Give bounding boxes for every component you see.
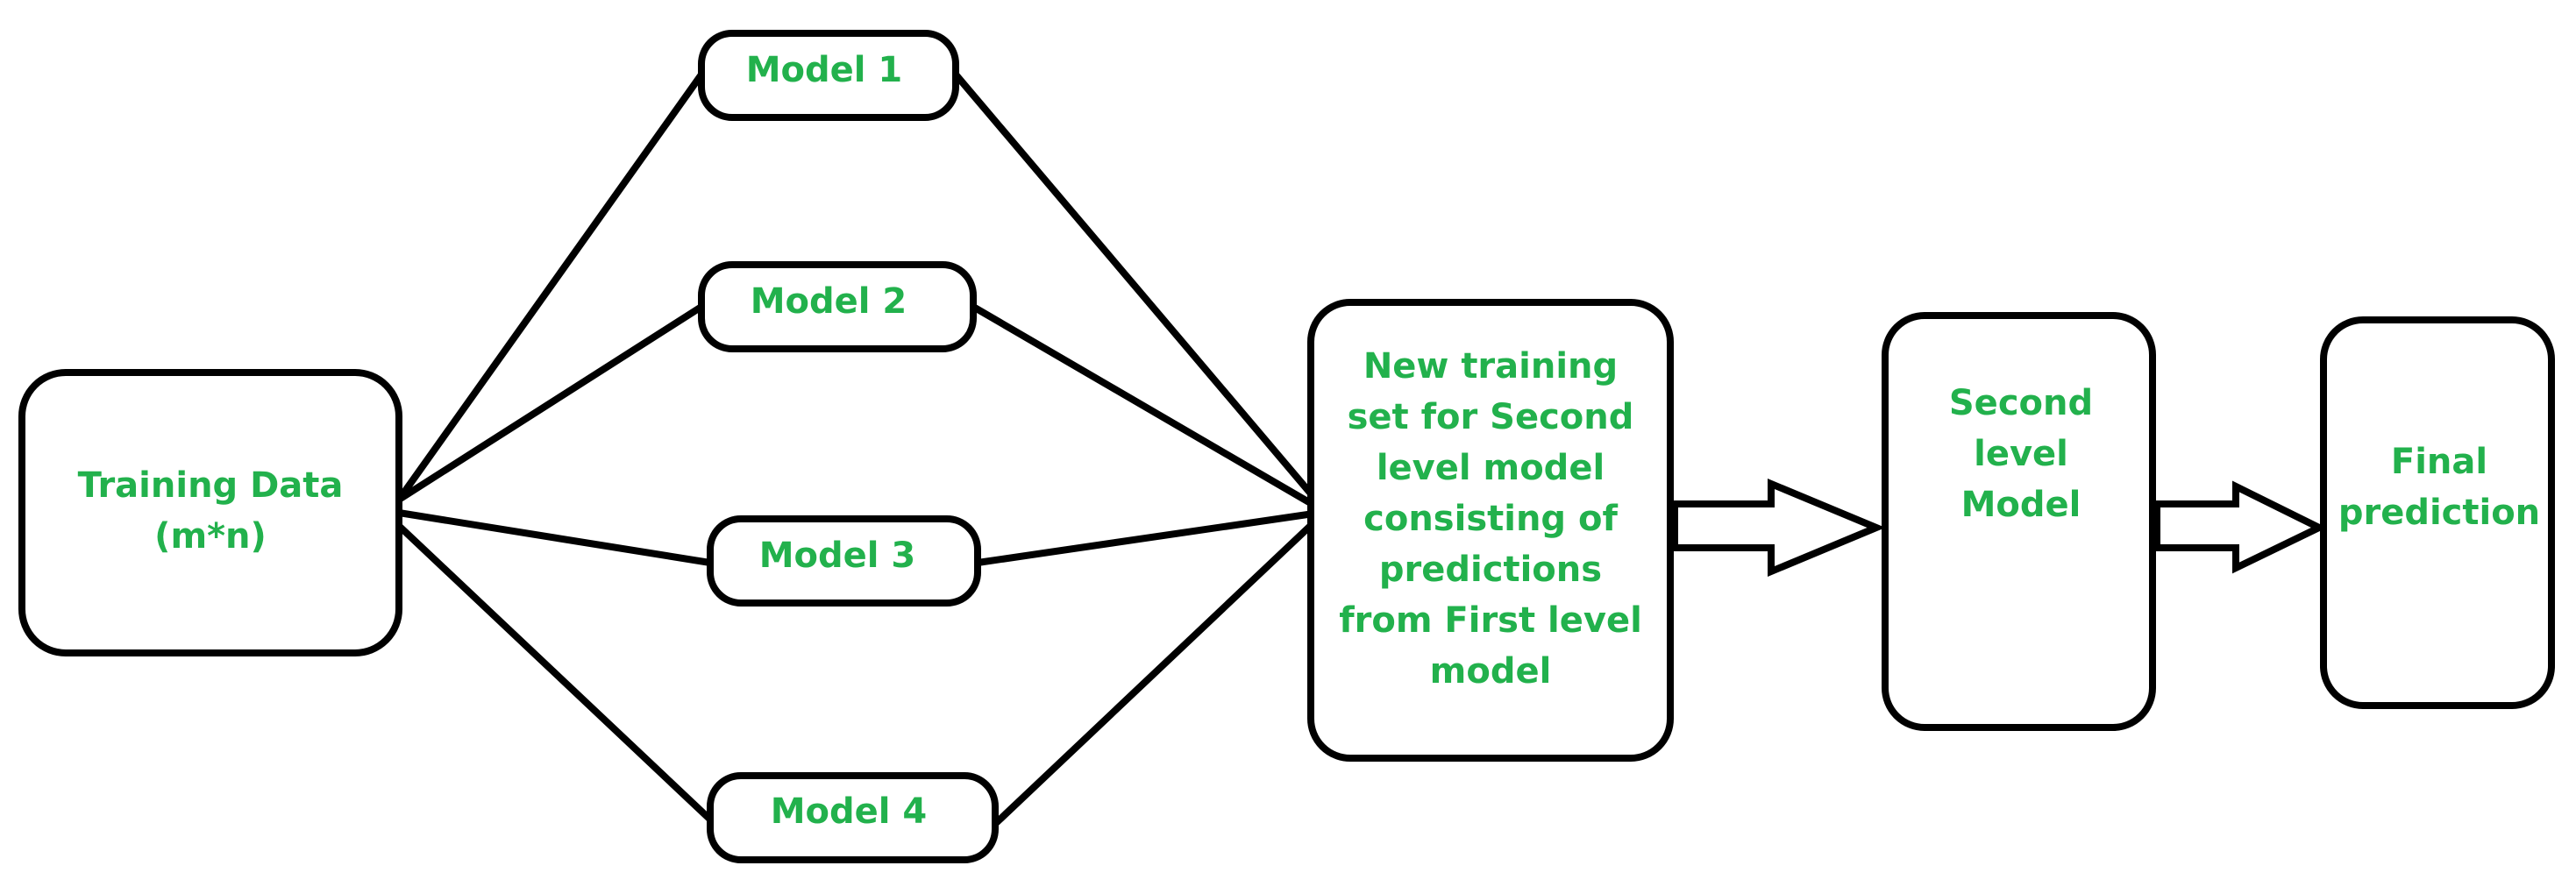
edge-training-to-model-3 <box>395 509 714 566</box>
training-data-line-1: Training Data <box>78 465 344 506</box>
edge-training-to-model-2 <box>395 303 705 503</box>
arrow-second-level-to-final <box>2153 480 2328 574</box>
new-training-set-line-6: from First level <box>1339 600 1642 641</box>
final-prediction-label: Final prediction <box>2338 442 2540 533</box>
edge-model-2-to-new-set <box>970 303 1323 512</box>
model-2-label: Model 2 <box>751 281 907 322</box>
new-training-set-line-7: model <box>1430 651 1552 692</box>
model-3-label: Model 3 <box>759 536 916 576</box>
model-4-line-1: Model 4 <box>771 791 928 832</box>
new-training-set-line-3: level model <box>1377 448 1605 488</box>
second-level-model-line-1: Second <box>1949 383 2093 423</box>
edge-model-1-to-new-set <box>952 71 1323 507</box>
final-prediction-line-2: prediction <box>2338 493 2540 533</box>
model-4-label: Model 4 <box>771 791 928 832</box>
node-training-data: Training Data (m*n) <box>18 369 402 656</box>
edge-model-3-to-new-set <box>974 509 1323 566</box>
new-training-set-line-4: consisting of <box>1363 499 1618 539</box>
node-model-1: Model 1 <box>698 30 959 121</box>
node-new-training-set: New training set for Second level model con… <box>1307 299 1674 762</box>
training-data-label: Training Data (m*n) <box>78 465 344 557</box>
node-model-3: Model 3 <box>707 515 981 607</box>
new-training-set-line-2: set for Second <box>1348 397 1634 437</box>
arrow-new-set-to-second-level <box>1671 479 1886 577</box>
new-training-set-line-1: New training <box>1363 346 1618 387</box>
model-2-line-1: Model 2 <box>751 281 907 322</box>
model-1-label: Model 1 <box>746 50 903 90</box>
model-3-line-1: Model 3 <box>759 536 916 576</box>
second-level-model-line-3: Model <box>1961 485 2081 525</box>
final-prediction-line-1: Final <box>2391 442 2487 482</box>
new-training-set-label: New training set for Second level model con… <box>1339 346 1642 692</box>
training-data-line-2: (m*n) <box>154 516 267 557</box>
edge-training-to-model-4 <box>395 522 714 823</box>
node-model-4: Model 4 <box>707 772 999 863</box>
new-training-set-line-5: predictions <box>1379 550 1602 590</box>
second-level-model-line-2: level <box>1974 434 2068 474</box>
edge-model-4-to-new-set <box>992 514 1323 827</box>
node-final-prediction: Final prediction <box>2320 316 2555 709</box>
edge-training-to-model-1 <box>395 71 705 503</box>
model-1-line-1: Model 1 <box>746 50 903 90</box>
node-model-2: Model 2 <box>698 261 977 352</box>
